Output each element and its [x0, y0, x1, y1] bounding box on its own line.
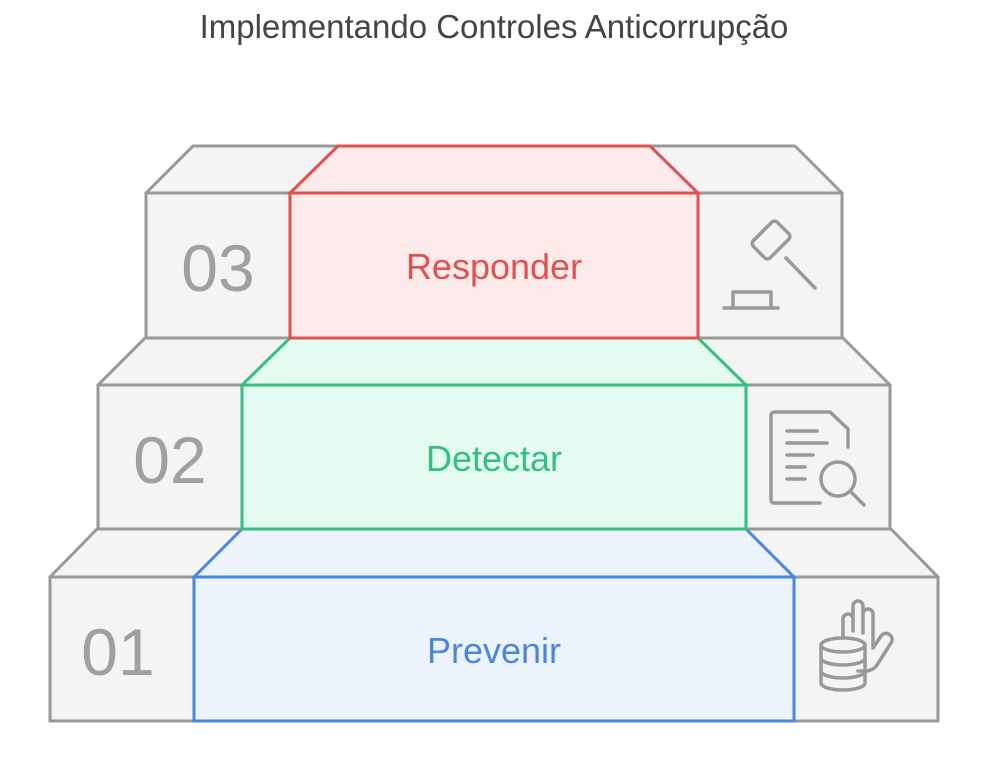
step-3: 03 Responder: [144, 144, 844, 340]
hand-coins-icon: [819, 599, 894, 692]
step-2: 02 Detectar: [96, 336, 892, 531]
step-number: 03: [181, 231, 254, 305]
step-1-colored-box: [192, 575, 796, 723]
step-2-colored-top: [238, 336, 750, 387]
step-1: 01 Prevenir: [48, 527, 940, 723]
step-label: Prevenir: [427, 630, 561, 671]
step-2-colored-box: [240, 383, 748, 531]
step-number: 01: [81, 615, 154, 689]
step-3-colored-top: [286, 144, 702, 195]
document-search-icon: [769, 410, 866, 507]
gavel-icon: [722, 219, 817, 310]
step-number: 02: [133, 423, 206, 497]
step-1-colored-top: [190, 527, 798, 579]
step-3-colored-box: [288, 191, 700, 340]
step-label: Detectar: [426, 438, 562, 479]
step-label: Responder: [406, 246, 582, 287]
diagram-title: Implementando Controles Anticorrupção: [200, 8, 789, 45]
